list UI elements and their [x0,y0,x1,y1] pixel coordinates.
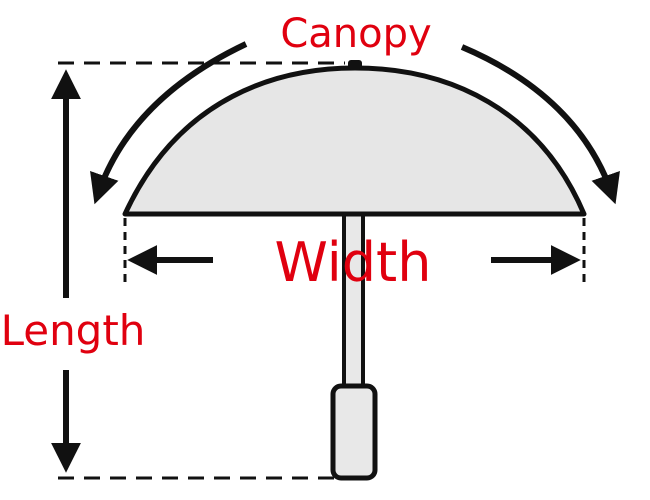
canopy-right-arrow [460,44,620,205]
length-label: Length [1,306,146,355]
canopy-left-arrow [90,41,248,205]
width-label: Width [275,231,432,294]
umbrella-tip [348,60,362,70]
canopy-label: Canopy [280,11,431,57]
umbrella-canopy [122,65,587,217]
umbrella-handle [330,383,378,481]
